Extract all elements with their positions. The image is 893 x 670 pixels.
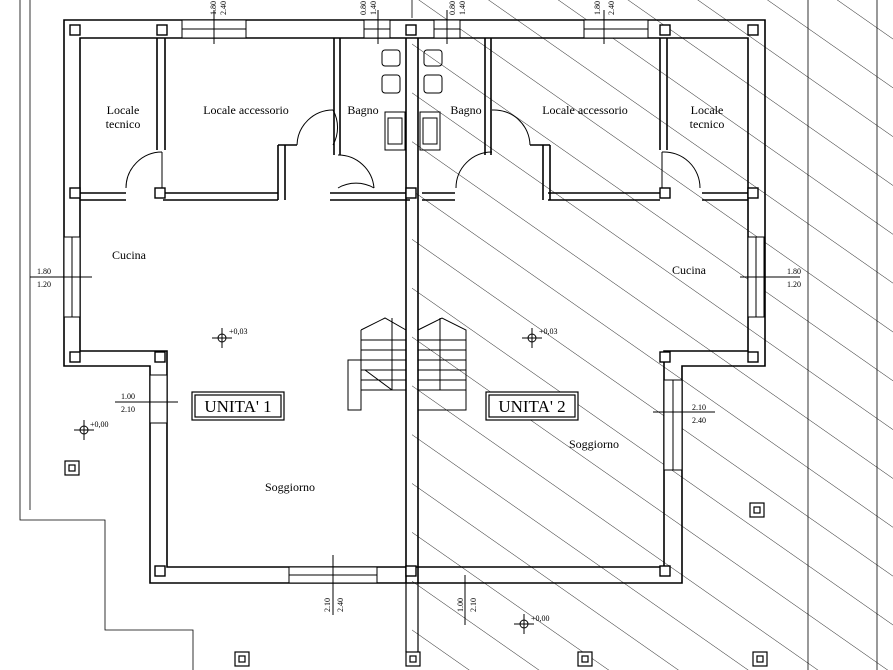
unit2-locale-accessorio: Locale accessorio [542,103,628,117]
dim-top-bath2-b: 1.40 [458,1,467,15]
dim-right-kitchen-b: 1.20 [787,280,801,289]
hatched-area [412,0,893,670]
dim-top-window2-b: 2.40 [607,1,616,15]
dim-left-entry-b: 2.10 [121,405,135,414]
stairs [347,317,467,411]
unit1-locale-tecnico-line2: tecnico [106,117,141,131]
unit1-cucina: Cucina [112,248,147,262]
elev-unit2-floor: +0,03 [539,327,558,336]
dim-top-bath2-a: 0.80 [448,1,457,15]
dim-bottom-window-b: 2.40 [336,598,345,612]
dim-top-window1-a: 1.80 [209,1,218,15]
unit1-bagno: Bagno [347,103,378,117]
elev-unit1-floor: +0,03 [229,327,248,336]
exterior-posts [64,460,768,667]
unit1-soggiorno: Soggiorno [265,480,315,494]
unit2-soggiorno: Soggiorno [569,437,619,451]
dim-left-kitchen-b: 1.20 [37,280,51,289]
dim-left-kitchen-a: 1.80 [37,267,51,276]
dim-left-entry-a: 1.00 [121,392,135,401]
dim-top-window1-b: 2.40 [219,1,228,15]
elev-exterior-left: +0,00 [90,420,109,429]
unit2-label: UNITA' 2 [498,397,565,416]
structural-columns [69,24,759,577]
elevation-markers [74,328,542,634]
unit2-cucina: Cucina [672,263,707,277]
unit1-label: UNITA' 1 [204,397,271,416]
door-swings [125,109,701,189]
dim-right-living-b: 2.40 [692,416,706,425]
dim-top-window2-a: 1.80 [593,1,602,15]
dim-right-living-a: 2.10 [692,403,706,412]
dim-bottom-door-a: 1.00 [456,598,465,612]
interior-walls [80,38,748,583]
dim-top-bath1-b: 1.40 [369,1,378,15]
unit1-locale-accessorio: Locale accessorio [203,103,289,117]
dim-bottom-door-b: 2.10 [469,598,478,612]
unit2-locale-tecnico-line1: Locale [691,103,724,117]
unit2-locale-tecnico-line2: tecnico [690,117,725,131]
dim-right-kitchen-a: 1.80 [787,267,801,276]
dimension-ticks [30,10,800,625]
dim-top-bath1-a: 0.80 [359,1,368,15]
unit1-locale-tecnico-line1: Locale [107,103,140,117]
dim-bottom-window-a: 2.10 [323,598,332,612]
unit2-bagno: Bagno [450,103,481,117]
bathroom-fixtures [381,49,443,151]
elev-exterior-bottom: +0,00 [531,614,550,623]
lot-boundary [19,0,878,670]
unit-label-boxes [191,391,579,421]
